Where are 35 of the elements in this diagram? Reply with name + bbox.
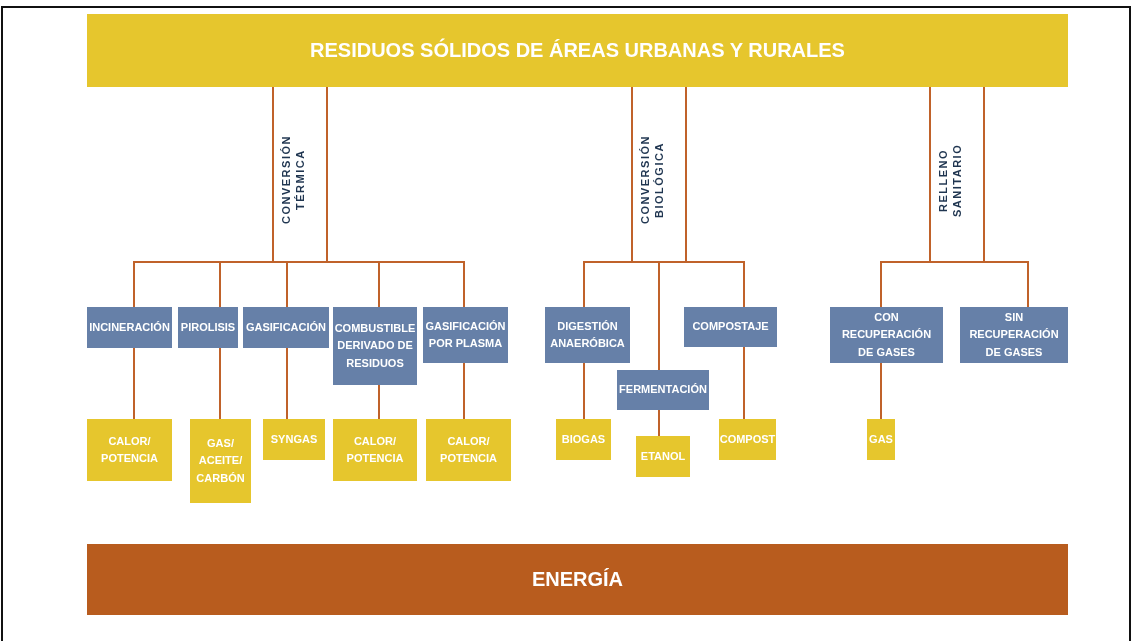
product-box: BIOGAS — [556, 419, 611, 460]
connector-line — [658, 409, 660, 437]
process-box: GASIFICACIÓN — [243, 307, 329, 348]
category-label: RELLENO SANITARIO — [936, 142, 965, 219]
product-box: CALOR/ POTENCIA — [333, 419, 417, 481]
connector-line — [631, 86, 660, 371]
product-box: GAS/ ACEITE/ CARBÓN — [190, 419, 251, 503]
category-label: CONVERSIÓN TÉRMICA — [279, 134, 308, 227]
connector-line — [219, 347, 221, 420]
connector-line — [378, 384, 380, 420]
process-box: SIN RECUPERACIÓN DE GASES — [960, 307, 1068, 363]
product-box: CALOR/ POTENCIA — [87, 419, 172, 481]
product-box: SYNGAS — [263, 419, 325, 460]
connector-line — [583, 362, 585, 420]
process-box: DIGESTIÓN ANAERÓBICA — [545, 307, 630, 363]
connector-line — [286, 347, 288, 420]
title-band: RESIDUOS SÓLIDOS DE ÁREAS URBANAS Y RURALES — [87, 14, 1068, 87]
product-box: ETANOL — [636, 436, 690, 477]
process-box: FERMENTACIÓN — [617, 370, 709, 410]
product-box: COMPOST — [719, 419, 776, 460]
connector-line — [743, 346, 745, 420]
process-box: GASIFICACIÓN POR PLASMA — [423, 307, 508, 363]
process-box: PIROLISIS — [178, 307, 238, 348]
energy-band: ENERGÍA — [87, 544, 1068, 615]
connector-line — [463, 362, 465, 420]
process-box: COMBUSTIBLE DERIVADO DE RESIDUOS — [333, 307, 417, 385]
product-box: CALOR/ POTENCIA — [426, 419, 511, 481]
connector-line — [133, 347, 135, 420]
process-box: INCINERACIÓN — [87, 307, 172, 348]
category-label: CONVERSIÓN BIOLÓGICA — [638, 134, 667, 227]
connector-line — [880, 362, 882, 420]
connector-line — [929, 86, 1029, 308]
process-box: CON RECUPERACIÓN DE GASES — [830, 307, 943, 363]
product-box: GAS — [867, 419, 895, 460]
process-box: COMPOSTAJE — [684, 307, 777, 347]
